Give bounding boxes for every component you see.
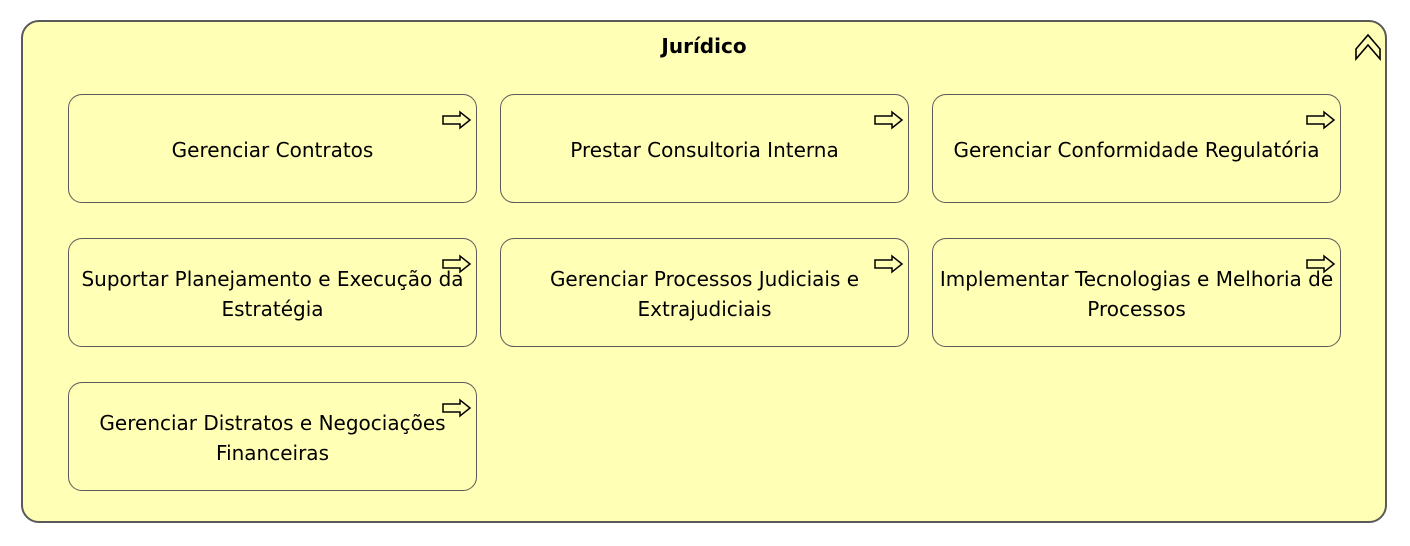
process-gerenciar-contratos[interactable]: Gerenciar Contratos <box>68 94 477 203</box>
process-arrow-icon <box>1306 110 1336 130</box>
process-arrow-icon <box>1306 254 1336 274</box>
process-gerenciar-processos-judiciais[interactable]: Gerenciar Processos Judiciais e Extrajud… <box>500 238 909 347</box>
process-label: Gerenciar Contratos <box>171 137 374 162</box>
process-arrow-icon <box>442 254 472 274</box>
process-arrow-icon <box>442 110 472 130</box>
process-label: Gerenciar Distratos e Negociações Financ… <box>99 410 446 465</box>
juridico-group[interactable]: Jurídico Gerenciar Contratos Prestar Con… <box>21 20 1387 523</box>
process-label: Gerenciar Conformidade Regulatória <box>953 137 1320 162</box>
chevron-up-icon[interactable] <box>1354 30 1382 62</box>
process-label: Gerenciar Processos Judiciais e Extrajud… <box>549 266 860 321</box>
process-arrow-icon <box>874 254 904 274</box>
process-suportar-planejamento[interactable]: Suportar Planejamento e Execução da Estr… <box>68 238 477 347</box>
process-label: Prestar Consultoria Interna <box>570 137 839 162</box>
process-gerenciar-distratos[interactable]: Gerenciar Distratos e Negociações Financ… <box>68 382 477 491</box>
process-gerenciar-conformidade-regulatoria[interactable]: Gerenciar Conformidade Regulatória <box>932 94 1341 203</box>
process-label: Implementar Tecnologias e Melhoria de Pr… <box>939 266 1334 321</box>
process-arrow-icon <box>442 398 472 418</box>
process-implementar-tecnologias[interactable]: Implementar Tecnologias e Melhoria de Pr… <box>932 238 1341 347</box>
process-arrow-icon <box>874 110 904 130</box>
process-label: Suportar Planejamento e Execução da Estr… <box>81 266 464 321</box>
group-title: Jurídico <box>661 34 747 58</box>
process-prestar-consultoria-interna[interactable]: Prestar Consultoria Interna <box>500 94 909 203</box>
